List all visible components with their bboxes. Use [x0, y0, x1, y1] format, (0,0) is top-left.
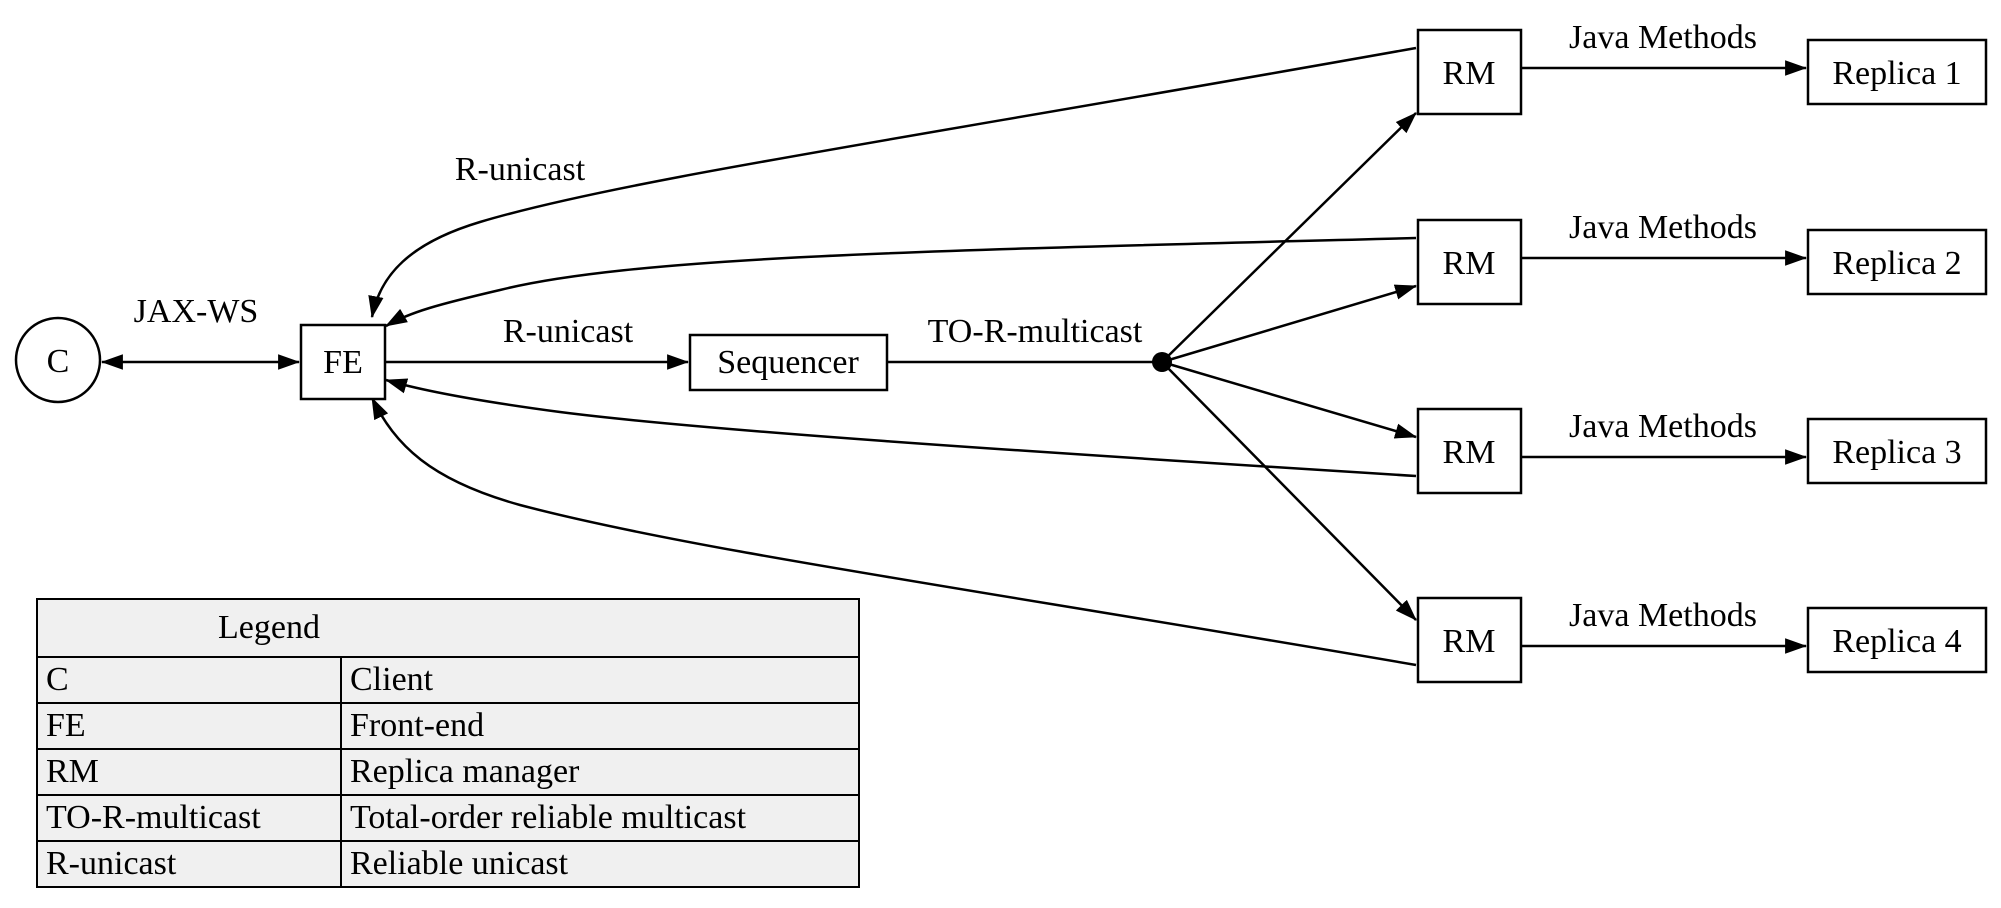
node-rm4: RM: [1416, 596, 1523, 684]
legend-key: FE: [36, 702, 342, 750]
node-client-label: C: [47, 343, 70, 380]
node-rm2-label: RM: [1443, 245, 1496, 282]
legend-key: TO-R-multicast: [36, 794, 342, 842]
legend-key: RM: [36, 748, 342, 796]
label-rm2-replica2: Java Methods: [1569, 209, 1757, 246]
legend-row: TO-R-multicast Total-order reliable mult…: [36, 794, 860, 842]
label-rm4-replica4: Java Methods: [1569, 597, 1757, 634]
legend-row: FE Front-end: [36, 702, 860, 750]
node-rm3: RM: [1416, 407, 1523, 495]
edge-multicast-rm2: [1161, 284, 1418, 364]
legend-key: C: [36, 656, 342, 704]
edge-rm4-fe: [370, 397, 1417, 667]
edge-rm3-fe: [384, 378, 1417, 478]
legend-value: Client: [340, 656, 860, 704]
legend-row: C Client: [36, 656, 860, 704]
legend-value: Total-order reliable multicast: [340, 794, 860, 842]
label-rm1-fe: R-unicast: [455, 151, 586, 188]
node-replica4: Replica 4: [1806, 606, 1988, 674]
label-fe-sequencer: R-unicast: [503, 313, 634, 350]
node-rm1: RM: [1416, 28, 1523, 116]
legend-header-row: Legend: [36, 598, 860, 658]
node-frontend: FE: [299, 323, 387, 401]
legend-key: R-unicast: [36, 840, 342, 888]
label-sequencer-multicast: TO-R-multicast: [928, 313, 1143, 350]
node-client: C: [14, 316, 102, 404]
node-frontend-label: FE: [323, 344, 363, 381]
legend-row: R-unicast Reliable unicast: [36, 840, 860, 888]
edge-multicast-rm1: [1161, 112, 1417, 363]
node-replica3: Replica 3: [1806, 417, 1988, 485]
edge-rm2-fe: [385, 236, 1417, 328]
node-rm4-label: RM: [1443, 623, 1496, 660]
label-rm1-replica1: Java Methods: [1569, 19, 1757, 56]
node-replica1: Replica 1: [1806, 38, 1988, 106]
node-replica4-label: Replica 4: [1832, 623, 1961, 660]
legend-title: Legend: [36, 598, 860, 658]
edge-rm1-fe: [368, 46, 1417, 319]
node-replica3-label: Replica 3: [1832, 434, 1961, 471]
legend-value: Replica manager: [340, 748, 860, 796]
label-rm3-replica3: Java Methods: [1569, 408, 1757, 445]
legend-value: Front-end: [340, 702, 860, 750]
node-sequencer-label: Sequencer: [717, 344, 859, 381]
node-rm1-label: RM: [1443, 55, 1496, 92]
label-client-fe: JAX-WS: [134, 293, 259, 330]
node-sequencer: Sequencer: [688, 333, 889, 392]
legend-table: Legend C Client FE Front-end RM Replica …: [36, 598, 860, 888]
legend-value: Reliable unicast: [340, 840, 860, 888]
legend-row: RM Replica manager: [36, 748, 860, 796]
node-rm2: RM: [1416, 218, 1523, 306]
edge-multicast-rm3: [1161, 360, 1418, 439]
node-replica2-label: Replica 2: [1832, 245, 1961, 282]
edge-multicast-rm4: [1161, 361, 1417, 621]
node-replica1-label: Replica 1: [1832, 55, 1961, 92]
node-replica2: Replica 2: [1806, 228, 1988, 296]
node-rm3-label: RM: [1443, 434, 1496, 471]
